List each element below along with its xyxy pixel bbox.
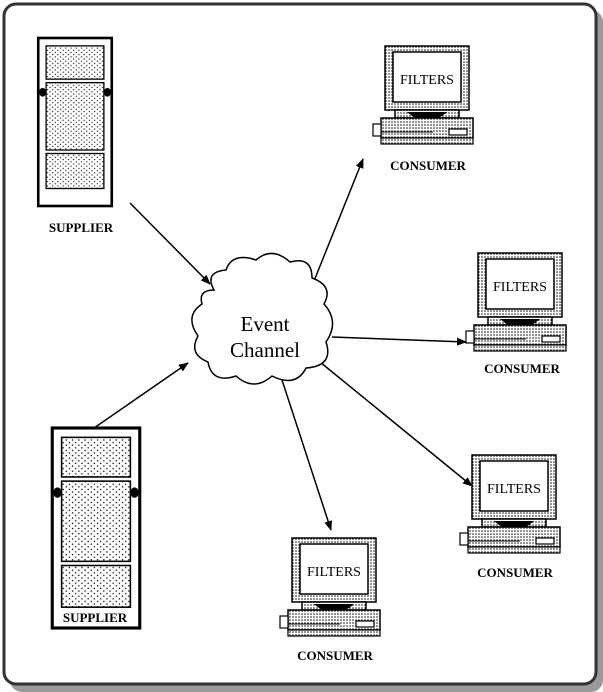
consumer-label: CONSUMER — [297, 648, 373, 663]
filters-label: FILTERS — [493, 280, 547, 295]
computer-icon — [459, 454, 561, 554]
computer-icon — [372, 45, 474, 145]
filters-label: FILTERS — [307, 565, 361, 580]
supplier-label: SUPPLIER — [49, 220, 114, 235]
supplier-label: SUPPLIER — [63, 610, 128, 625]
arrow-channel-to-consumer4 — [281, 379, 333, 531]
consumer-node: FILTERS CONSUMER — [459, 454, 561, 580]
arrow-supplier2-to-channel — [93, 362, 189, 429]
filters-label: FILTERS — [487, 482, 541, 497]
arrow-channel-to-consumer2 — [331, 336, 467, 346]
arrow-channel-to-consumer3 — [319, 361, 473, 487]
consumer-node: FILTERS CONSUMER — [372, 45, 474, 173]
supplier-cabinet-icon — [36, 36, 114, 208]
channel-label-line2: Channel — [230, 338, 300, 362]
channel-label-line1: Event — [241, 312, 290, 336]
arrow-supplier1-to-channel — [129, 202, 211, 285]
computer-icon — [465, 252, 567, 352]
event-channel-cloud: Event Channel — [191, 252, 334, 385]
consumer-label: CONSUMER — [477, 565, 553, 580]
consumer-node: FILTERS CONSUMER — [465, 252, 567, 376]
supplier-node: SUPPLIER — [36, 36, 114, 235]
computer-icon — [279, 537, 381, 637]
supplier-node: SUPPLIER — [50, 426, 142, 630]
filters-label: FILTERS — [400, 73, 454, 88]
consumer-label: CONSUMER — [390, 158, 466, 173]
arrow-channel-to-consumer1 — [311, 158, 364, 287]
supplier-cabinet-icon — [50, 426, 142, 630]
consumer-label: CONSUMER — [484, 361, 560, 376]
consumer-node: FILTERS CONSUMER — [279, 537, 381, 663]
